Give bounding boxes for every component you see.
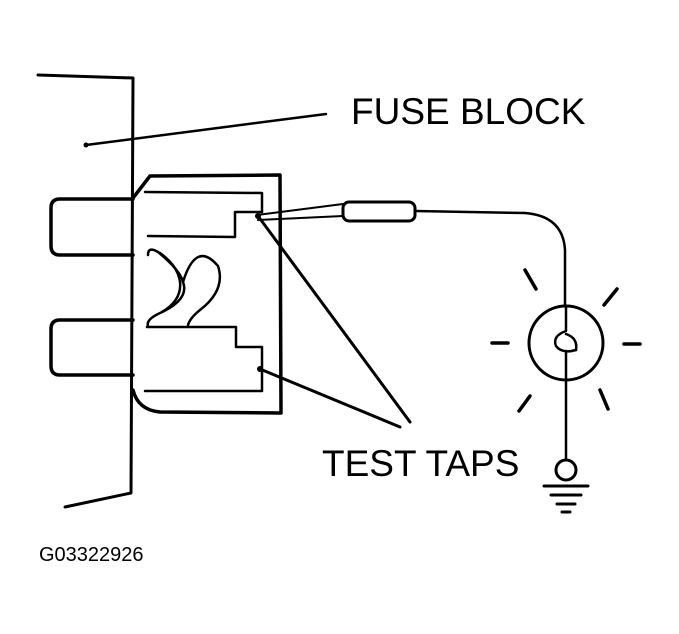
fuse-blade-lower xyxy=(49,318,135,377)
figure-id-label: G03322926 xyxy=(39,544,144,566)
fuse-block-panel xyxy=(36,73,135,509)
fuse-body xyxy=(131,173,283,415)
test-taps-label: TEST TAPS xyxy=(322,443,519,484)
test-light-probe xyxy=(256,200,567,307)
fuse-block-label: FUSE BLOCK xyxy=(351,91,586,132)
ground-symbol xyxy=(542,378,590,514)
fuse-block-leader xyxy=(83,112,328,148)
fuse-blade-upper xyxy=(49,197,135,257)
test-taps-leaders xyxy=(255,213,412,429)
